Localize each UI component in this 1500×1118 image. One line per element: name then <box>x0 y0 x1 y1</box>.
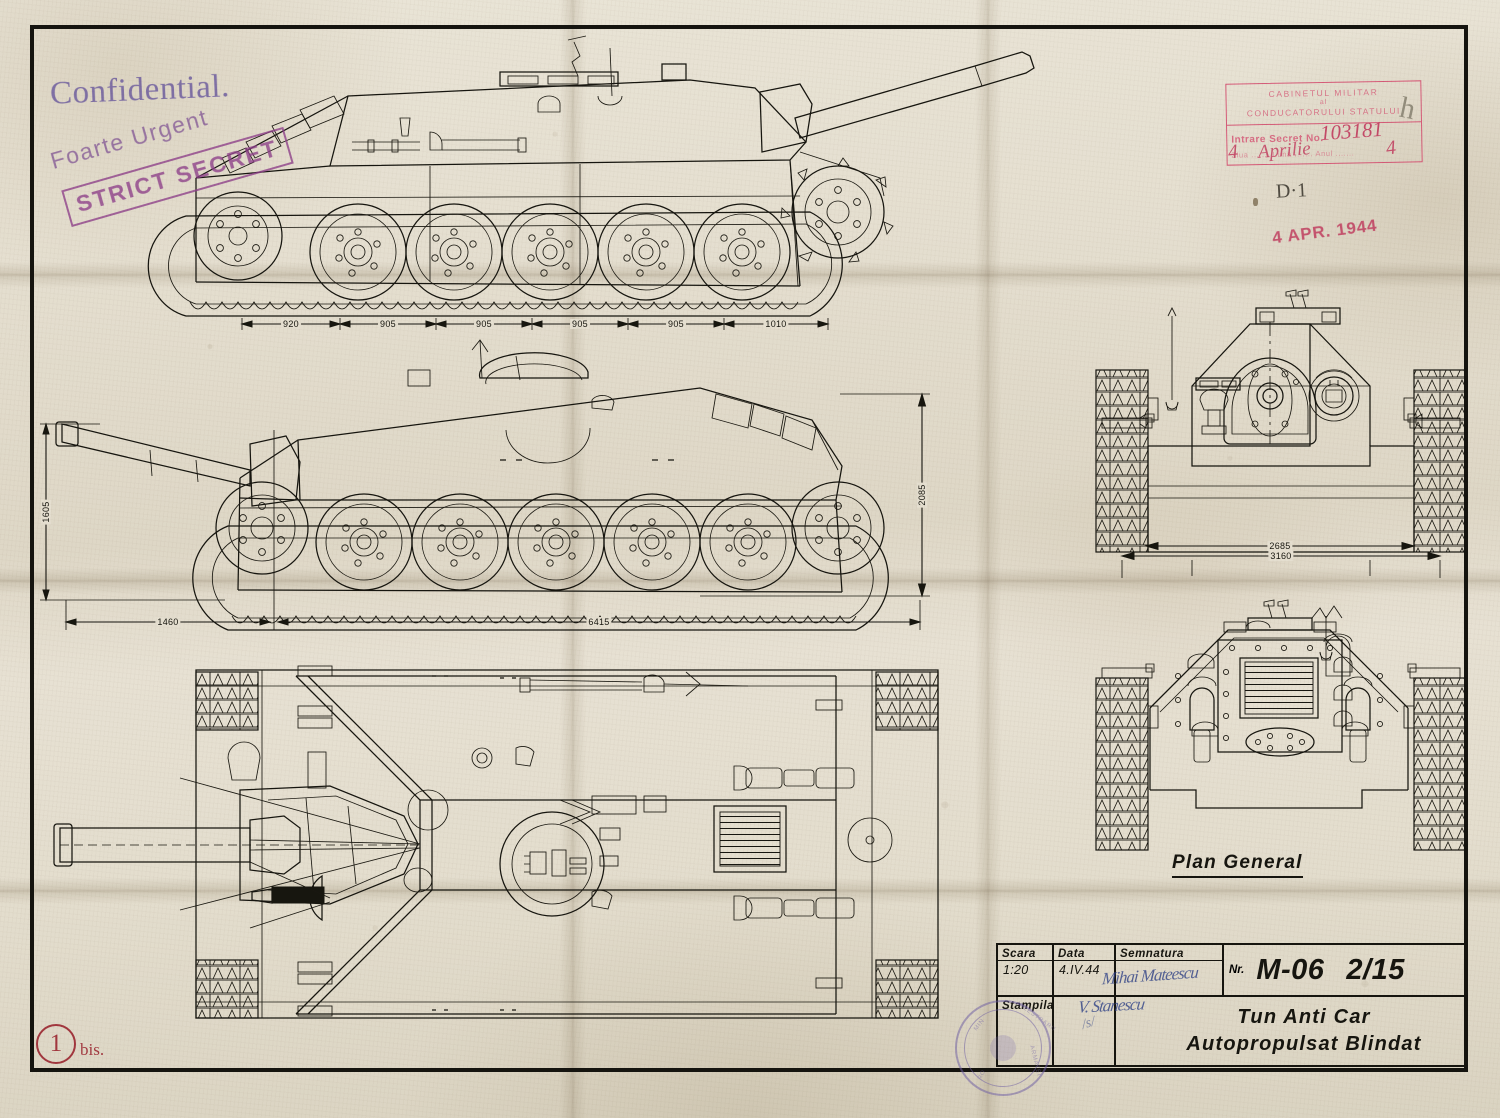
dim-wheel-2: 905 <box>378 319 398 329</box>
registry-month: Aprilie <box>1257 138 1312 163</box>
dim-wheel-1: 920 <box>281 319 301 329</box>
dim-wheel-4: 905 <box>570 319 590 329</box>
official-round-stamp: MIN INZESTRARII ARMATEI RO <box>955 1000 1056 1096</box>
signature-2: V. Stanescu <box>1076 994 1146 1017</box>
title-block-date-cell: Data 4.IV.44 <box>1054 945 1116 995</box>
dim-gun-overhang: 1460 <box>155 617 181 627</box>
drawing-border-frame <box>30 25 1468 1072</box>
dim-wheel-6: 1010 <box>763 319 789 329</box>
date-value: 4.IV.44 <box>1054 960 1114 977</box>
scale-value: 1:20 <box>998 960 1052 977</box>
sheet-number: 2/15 <box>1346 953 1405 986</box>
title-block: Scara 1:20 Data 4.IV.44 Semnatura Nr. M-… <box>996 943 1466 1067</box>
title-block-signature2-cell <box>1054 997 1116 1065</box>
number-header: Nr. <box>1229 964 1245 976</box>
drawing-title-line2: Autopropulsat Blindat <box>1186 1033 1422 1055</box>
dim-wheel-3: 905 <box>474 319 494 329</box>
dim-overall-width: 3160 <box>1268 551 1294 561</box>
title-block-number-cell: Nr. M-06 2/15 <box>1224 945 1464 995</box>
signature-value <box>1116 960 1222 977</box>
dim-track-centers: 2685 <box>1267 541 1293 551</box>
registry-entry-number: 103181 <box>1319 116 1384 146</box>
drawing-title-line1: Tun Anti Car <box>1237 1006 1371 1028</box>
signature-header: Semnatura <box>1120 948 1184 960</box>
drawing-number: M-06 <box>1256 953 1325 986</box>
dim-wheel-5: 905 <box>666 319 686 329</box>
title-block-scale-cell: Scara 1:20 <box>998 945 1054 995</box>
title-block-signature-cell: Semnatura <box>1116 945 1224 995</box>
dim-hull-length: 6415 <box>586 617 612 627</box>
title-block-title-cell: Tun Anti Car Autopropulsat Blindat <box>1116 997 1464 1065</box>
scale-header: Scara <box>1002 948 1036 960</box>
plan-general-heading: Plan General <box>1172 852 1303 878</box>
date-header: Data <box>1058 948 1085 960</box>
